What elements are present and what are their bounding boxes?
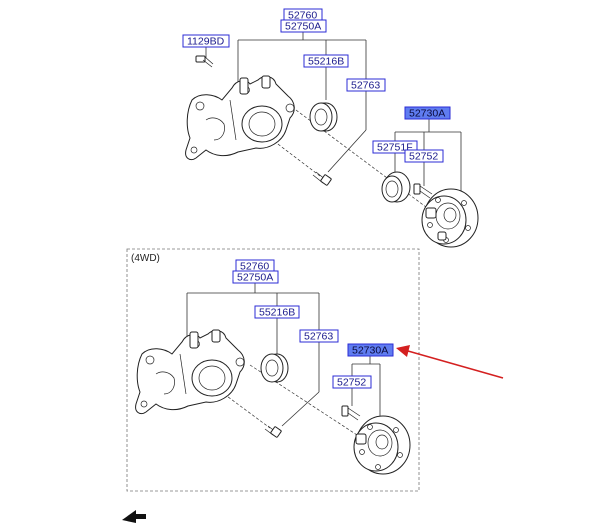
awd-bearing-part	[260, 353, 289, 383]
label-52750a-top: 52750A	[280, 19, 327, 33]
svg-text:52751F: 52751F	[377, 142, 413, 154]
bearing-55216b-part	[309, 102, 338, 132]
cap-52751f-part	[381, 171, 411, 203]
awd-section-title: (4WD)	[131, 253, 160, 264]
label-52751f: 52751F	[372, 140, 418, 154]
knuckle-part	[185, 75, 295, 161]
svg-text:52750A: 52750A	[237, 272, 273, 284]
label-52752-top: 52752	[404, 149, 444, 163]
bolt-1129bd-part	[195, 55, 214, 68]
top-assembly: 52760 52750A 1129BD 55216B 52763 52730A …	[182, 8, 479, 248]
label-1129bd: 1129BD	[182, 34, 230, 48]
hub-bolt-52752-part	[413, 183, 433, 199]
red-pointer-arrow	[396, 345, 504, 379]
awd-hub-part	[353, 415, 411, 475]
svg-text:52752: 52752	[337, 377, 366, 389]
awd-section-frame	[126, 248, 420, 492]
label-55216b-awd: 55216B	[254, 305, 300, 319]
label-52752-awd: 52752	[332, 375, 372, 389]
svg-text:52730A: 52730A	[409, 108, 445, 120]
awd-hub-bolt-part	[341, 405, 361, 421]
direction-arrow-icon	[122, 510, 146, 523]
svg-text:52763: 52763	[304, 331, 333, 343]
label-52763-awd: 52763	[299, 329, 339, 343]
svg-text:52763: 52763	[351, 80, 380, 92]
hub-52730a-part	[421, 188, 479, 248]
label-52730a-awd: 52730A	[347, 343, 394, 357]
label-52730a-top: 52730A	[404, 106, 451, 120]
label-55216b-top: 55216B	[303, 54, 349, 68]
svg-text:55216B: 55216B	[308, 56, 344, 68]
awd-bolt-52763-part	[264, 425, 282, 438]
label-52763-top: 52763	[346, 78, 386, 92]
svg-text:52750A: 52750A	[285, 21, 321, 33]
svg-text:1129BD: 1129BD	[187, 36, 225, 48]
label-52760-awd: 52760	[235, 259, 275, 273]
label-52760-top: 52760	[283, 8, 323, 22]
svg-text:55216B: 55216B	[259, 307, 295, 319]
bolt-52763-part	[312, 171, 332, 186]
svg-text:52760: 52760	[240, 261, 269, 273]
label-52750a-awd: 52750A	[232, 270, 279, 284]
awd-assembly: (4WD)	[126, 248, 420, 492]
svg-text:52730A: 52730A	[352, 345, 388, 357]
svg-text:52752: 52752	[409, 151, 438, 163]
awd-knuckle-part	[135, 329, 245, 415]
svg-text:52760: 52760	[288, 10, 317, 22]
